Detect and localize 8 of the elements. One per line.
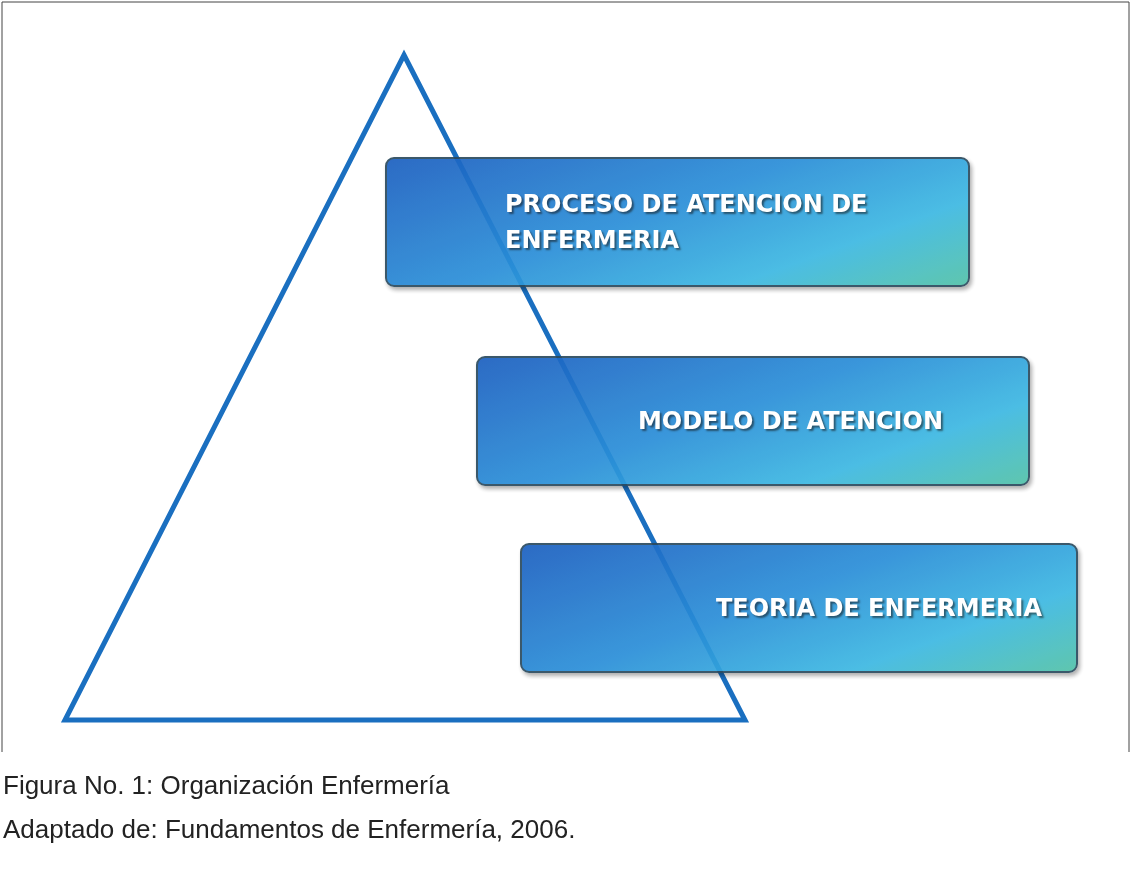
source-note: Adaptado de: Fundamentos de Enfermería, 2006. [3,814,576,845]
level-box [385,157,970,287]
level-box [476,356,1030,486]
box-label: MODELO DE ATENCION [637,406,944,437]
box-label: TEORIA DE ENFERMERIA [715,593,1043,624]
figure-caption: Figura No. 1: Organización Enfermería [3,770,450,801]
level-box [520,543,1078,673]
box-label: PROCESO DE ATENCION DE ENFERMERIA [505,189,869,256]
